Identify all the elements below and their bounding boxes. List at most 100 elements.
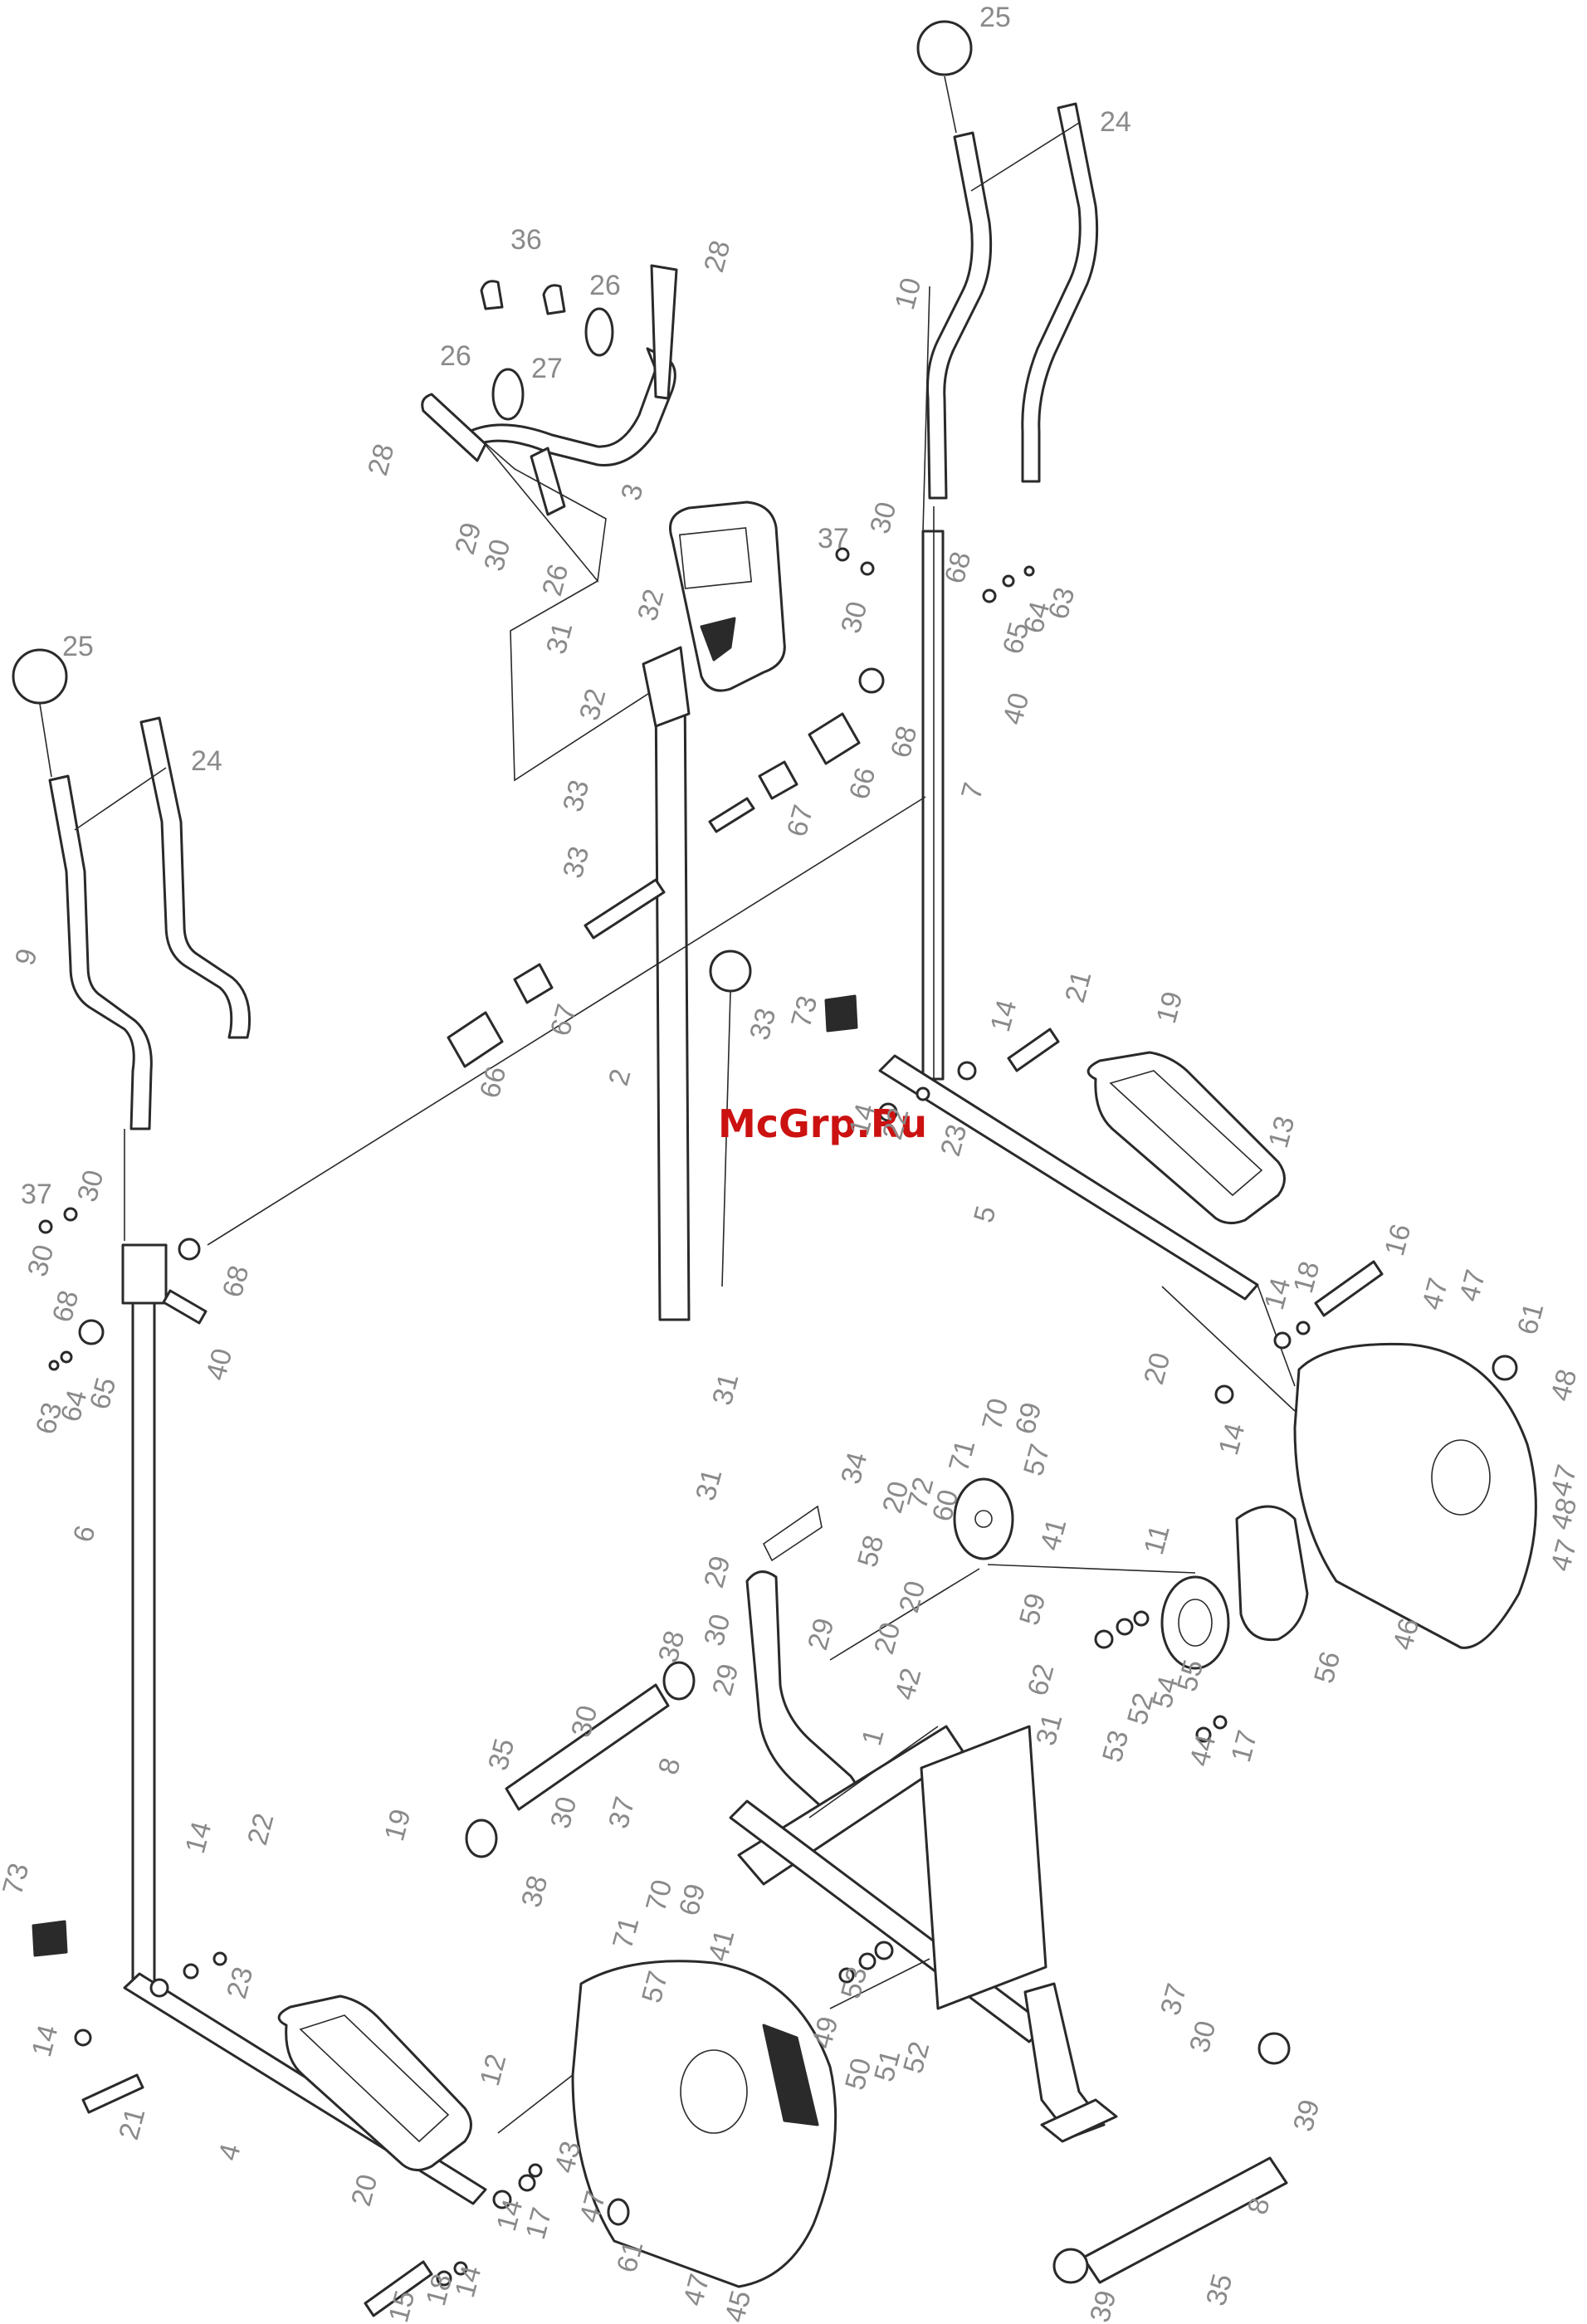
part-number-label: 27 [531, 353, 563, 384]
part-number-label: 61 [1511, 1300, 1550, 1338]
part-8-rear-stabilizer [505, 1683, 670, 1811]
washer [518, 2174, 536, 2192]
leader-line [497, 2074, 574, 2134]
part-number-label: 29 [698, 1553, 736, 1591]
part-number-label: 35 [482, 1736, 520, 1774]
part-number-label: 56 [1308, 1648, 1346, 1687]
part-number-label: 28 [362, 441, 400, 479]
part-66-bushing-left [447, 1011, 504, 1068]
part-number-label: 48 [1545, 1495, 1583, 1533]
part-number-label: 47 [1545, 1462, 1583, 1500]
right-handlebar-assembly [878, 20, 1286, 1301]
washer [1116, 1618, 1134, 1636]
part-21-axle-right [1007, 1028, 1060, 1072]
part-7-upright-tube [921, 530, 945, 1081]
shaft-dashed-line [207, 796, 926, 1246]
part-10-handle-right [926, 131, 993, 500]
part-number-label: 17 [1225, 1727, 1263, 1765]
part-number-label: 3 [615, 481, 650, 504]
part-21-axle-left [81, 2073, 144, 2114]
part-number-label: 35 [1200, 2271, 1238, 2309]
part-number-label: 52 [897, 2038, 935, 2077]
washer [38, 1219, 53, 1234]
part-11-pulley [1160, 1575, 1230, 1670]
washer [957, 1061, 977, 1081]
part-number-label: 29 [706, 1661, 745, 1699]
part-number-label: 20 [868, 1619, 906, 1658]
part-number-label: 30 [478, 536, 516, 574]
part-number-label: 31 [540, 619, 579, 657]
leader-line [987, 1564, 1196, 1574]
part-2-main-mast [654, 679, 691, 1321]
part-number-label: 19 [378, 1806, 417, 1844]
console-screen [678, 527, 753, 589]
washer [492, 2190, 512, 2209]
part-number-label: 37 [21, 1179, 52, 1210]
part-number-label: 11 [1138, 1521, 1176, 1558]
leader-line [39, 703, 52, 778]
part-number-label: 47 [1545, 1536, 1583, 1575]
part-31-plate [642, 646, 691, 728]
washer [916, 1086, 930, 1101]
part-13-pedal-right [1086, 1051, 1286, 1224]
part-13-pedal-right-inner [1109, 1070, 1263, 1197]
part-number-label: 39 [1084, 2287, 1122, 2324]
part-number-label: 22 [242, 1810, 280, 1848]
part-38-end-cap-a [662, 1661, 696, 1701]
part-1-front-post [745, 1570, 860, 1824]
washer [874, 1941, 894, 1960]
part-38-end-cap-b [465, 1819, 498, 1858]
part-number-label: 25 [979, 2, 1011, 33]
part-number-label: 6 [67, 1522, 102, 1545]
part-number-label: 4 [212, 2141, 247, 2164]
part-number-label: 25 [62, 631, 94, 662]
part-number-label: 14 [1213, 1420, 1251, 1458]
part-number-label: 38 [515, 1872, 554, 1911]
part-number-label: 20 [1138, 1350, 1176, 1388]
part-number-label: 37 [818, 523, 849, 554]
part-33-tension-knob [709, 950, 752, 993]
washer [528, 2163, 543, 2178]
part-number-label: 58 [852, 1532, 890, 1570]
bracket-outline-left [510, 580, 657, 782]
washer [1273, 1331, 1292, 1350]
washer [835, 547, 850, 562]
drive-assembly [32, 994, 1537, 2317]
axle-bar-left [584, 878, 666, 940]
part-number-label: 30 [544, 1794, 583, 1832]
washer [1002, 574, 1015, 588]
washer [1023, 565, 1035, 577]
part-number-label: 40 [200, 1345, 238, 1384]
part-number-label: 70 [640, 1877, 678, 1915]
main-frame-assembly [465, 1505, 1291, 2284]
part-number-label: 8 [652, 1755, 687, 1778]
part-number-label: 32 [632, 586, 670, 624]
part-61-bearing-right [1492, 1355, 1518, 1381]
part-number-label: 37 [603, 1794, 641, 1832]
part-number-label: 66 [843, 764, 881, 803]
leader-line [922, 286, 930, 532]
part-39-end-cap-rear-b [1052, 2248, 1089, 2284]
part-number-label: 20 [893, 1578, 931, 1616]
part-59-hub [974, 1510, 993, 1528]
part-number-label: 21 [1059, 968, 1097, 1006]
part-number-label: 20 [345, 2171, 383, 2209]
washer [436, 2270, 452, 2287]
part-number-label: 42 [889, 1665, 927, 1703]
part-66-bushing-right [808, 712, 861, 765]
part-number-label: 37 [1155, 1980, 1193, 2019]
part-number-label: 40 [997, 690, 1035, 728]
part-28-upper-grip-left [421, 393, 487, 462]
washer [878, 1102, 898, 1122]
part-number-label: 33 [557, 843, 595, 881]
part-number-label: 62 [1022, 1661, 1060, 1699]
part-number-label: 48 [1545, 1366, 1583, 1404]
leader-line [1161, 1286, 1296, 1412]
part-number-label: 7 [955, 779, 990, 803]
part-number-label: 49 [806, 2014, 844, 2052]
part-number-label: 38 [652, 1628, 691, 1666]
washer [453, 2261, 468, 2276]
part-number-label: 68 [217, 1262, 255, 1301]
